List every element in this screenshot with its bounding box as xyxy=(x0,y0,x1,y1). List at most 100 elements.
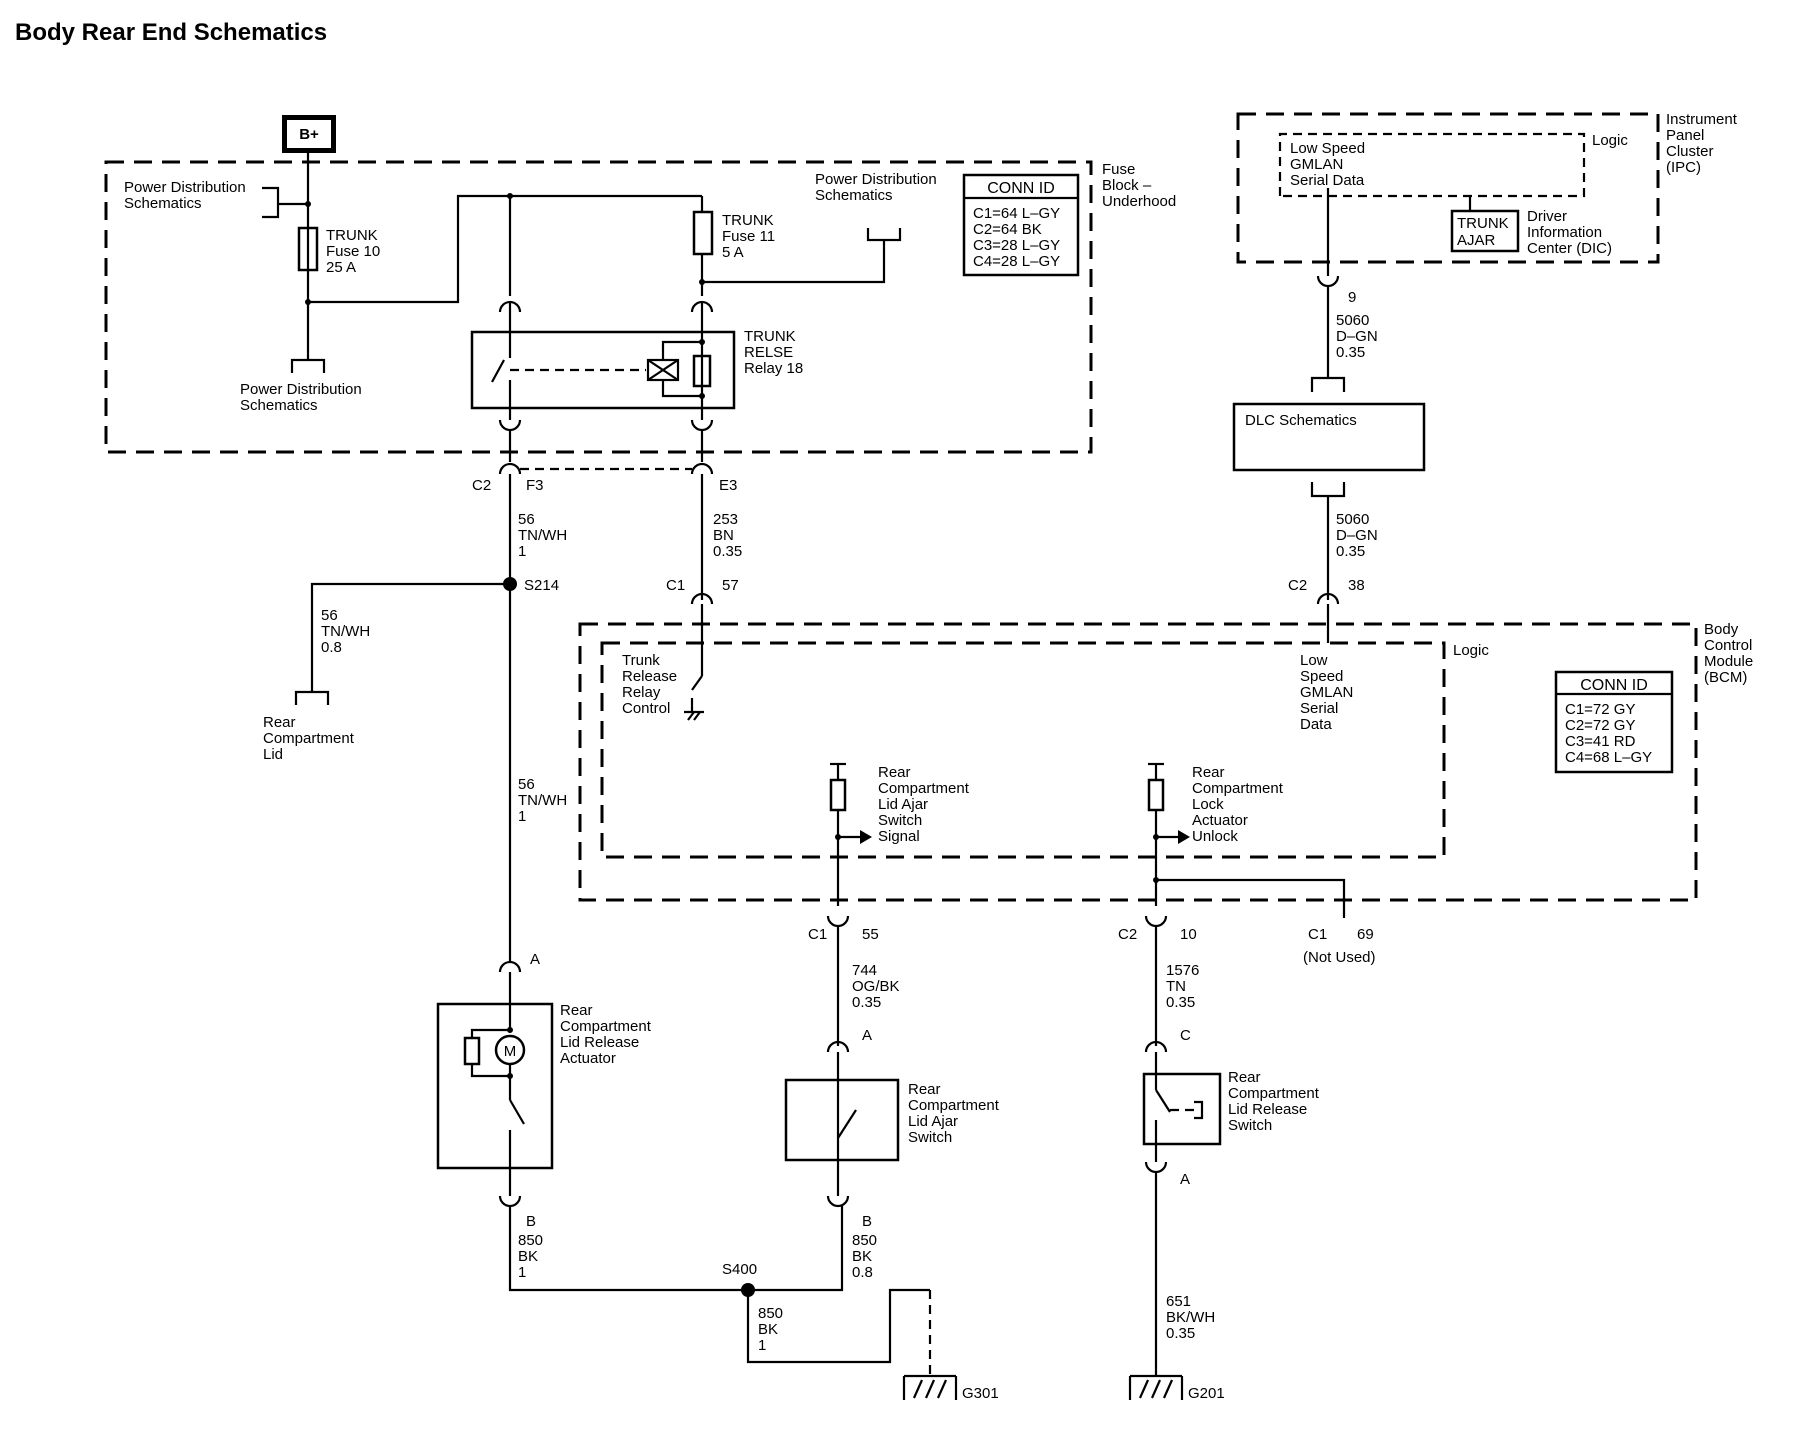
instrument-panel-cluster: Instrument Panel Cluster (IPC) Logic Low… xyxy=(1236,111,1741,276)
connector-c2-10: C2 10 xyxy=(1118,915,1197,943)
connector-ipc-9: 9 xyxy=(1316,275,1356,306)
lock-actuator-unlock: Rear Compartment Lock Actuator Unlock xyxy=(1147,762,1346,918)
wire-56-branch-label: 56 TN/WH 0.8 xyxy=(321,607,374,656)
svg-text:C1: C1 xyxy=(1308,926,1327,943)
bcm-gmlan-label: Low Speed GMLAN Serial Data xyxy=(1300,652,1358,733)
svg-text:Rear Compartment L: Rear Compartment Lid xyxy=(263,714,358,763)
fuse-block-label: Fuse Block – Underhood xyxy=(1102,161,1176,210)
svg-text:C2: C2 xyxy=(1118,926,1137,943)
svg-text:G301: G301 xyxy=(962,1385,999,1402)
svg-text:TRUNK AJAR: TRUNK AJAR xyxy=(1457,215,1513,249)
svg-text:69: 69 xyxy=(1357,926,1374,943)
rear-compartment-lid-stub: Rear Compartment Lid xyxy=(263,690,358,763)
svg-text:Rear Compartment L: Rear Compartment Lid Ajar Switch xyxy=(908,1081,1003,1146)
svg-text:B+: B+ xyxy=(299,126,319,143)
svg-text:G201: G201 xyxy=(1188,1385,1225,1402)
fuse-11: TRUNK Fuse 11 5 A xyxy=(692,210,779,261)
svg-text:Rear Compartment L: Rear Compartment Lid Ajar Switch Signal xyxy=(878,764,973,845)
trunk-release-relay: TRUNK RELSE Relay 18 xyxy=(470,300,803,432)
ground-g301: G301 xyxy=(902,1374,999,1402)
wire-5060-bottom-label: 5060 D–GN 0.35 xyxy=(1336,511,1382,560)
dlc-schematics-box: DLC Schematics xyxy=(1232,402,1426,472)
svg-text:9: 9 xyxy=(1348,289,1356,306)
power-distribution-stub-right: Power Distribution Schematics xyxy=(815,171,941,242)
svg-text:C1=64 L–GY C2=64 BK: C1=64 L–GY C2=64 BK C3=28 L–GY C4=28 L–G… xyxy=(973,205,1064,270)
wire-850-mid-label: 850 BK 0.8 xyxy=(852,1232,881,1281)
rear-compartment-lid-ajar-switch: Rear Compartment Lid Ajar Switch xyxy=(784,1052,1003,1162)
trunk-release-relay-control: Trunk Release Relay Control xyxy=(622,604,704,721)
svg-text:Driver Information: Driver Information Center (DIC) xyxy=(1527,208,1612,257)
connector-release-c: C xyxy=(1144,1027,1191,1053)
wire-253-label: 253 BN 0.35 xyxy=(713,511,742,560)
svg-text:C2: C2 xyxy=(472,477,491,494)
wire-56-top-label: 56 TN/WH 1 xyxy=(518,511,571,560)
svg-text:S400: S400 xyxy=(722,1261,757,1278)
splice-s214: S214 xyxy=(503,577,559,594)
svg-text:Rear Compartment L: Rear Compartment Lid Release Actuator xyxy=(560,1002,655,1067)
svg-text:C2: C2 xyxy=(1288,577,1307,594)
svg-text:CONN ID: CONN ID xyxy=(1580,677,1648,694)
svg-text:Power Distribution Schem: Power Distribution Schematics xyxy=(815,171,941,204)
svg-text:(Not Used): (Not Used) xyxy=(1303,949,1376,966)
battery-positive-terminal: B+ xyxy=(282,115,336,153)
wire-744-label: 744 OG/BK 0.35 xyxy=(852,962,904,1011)
connector-c2-38: C2 38 xyxy=(1288,577,1365,605)
svg-text:TRUNK RELSE Relay: TRUNK RELSE Relay 18 xyxy=(744,328,803,377)
connector-ajar-a: A xyxy=(826,1027,872,1053)
wire-850-left-label: 850 BK 1 xyxy=(518,1232,547,1281)
splice-s400: S400 xyxy=(722,1261,757,1297)
svg-text:Instrument Panel C: Instrument Panel Cluster (IPC) xyxy=(1666,111,1741,176)
svg-text:Logic: Logic xyxy=(1592,132,1628,149)
connector-c1-55: C1 55 xyxy=(808,915,879,943)
connector-actuator-b: B xyxy=(498,1168,536,1230)
fuse-10: TRUNK Fuse 10 25 A xyxy=(297,226,384,276)
connector-c1-69-not-used: C1 69 (Not Used) xyxy=(1303,926,1376,966)
svg-text:Body Control Modul: Body Control Module (BCM) xyxy=(1704,621,1757,686)
rear-compartment-lid-release-switch: Rear Compartment Lid Release Switch xyxy=(1142,1052,1323,1146)
svg-text:A: A xyxy=(1180,1171,1190,1188)
body-control-module: Body Control Module (BCM) Logic xyxy=(578,621,1757,902)
connector-actuator-a: A xyxy=(498,951,540,973)
connector-c2-f3-e3: C2 F3 E3 xyxy=(472,430,737,494)
svg-text:Power Distribution Schem: Power Distribution Schematics xyxy=(124,179,250,212)
fuse-block-underhood: Fuse Block – Underhood xyxy=(104,160,1176,454)
svg-text:TRUNK Fuse 11 5 A: TRUNK Fuse 11 5 A xyxy=(722,212,779,261)
wire-1576-label: 1576 TN 0.35 xyxy=(1166,962,1204,1011)
svg-text:C1: C1 xyxy=(808,926,827,943)
wire-850-bottom-label: 850 BK 1 xyxy=(758,1305,787,1354)
svg-text:TRUNK Fuse 10 25 A: TRUNK Fuse 10 25 A xyxy=(326,227,384,276)
svg-text:55: 55 xyxy=(862,926,879,943)
svg-text:57: 57 xyxy=(722,577,739,594)
svg-text:A: A xyxy=(530,951,540,968)
svg-text:Rear Compartment L: Rear Compartment Lock Actuator Unlock xyxy=(1192,764,1287,845)
svg-text:B: B xyxy=(526,1213,536,1230)
ground-g201: G201 xyxy=(1128,1374,1225,1402)
power-distribution-stub-top: Power Distribution Schematics xyxy=(124,179,311,219)
page-title: Body Rear End Schematics xyxy=(15,19,327,46)
svg-text:Low Speed GMLAN Se: Low Speed GMLAN Serial Data xyxy=(1290,140,1369,189)
fuse-block-conn-id-table: CONN ID C1=64 L–GY C2=64 BK C3=28 L–GY C… xyxy=(962,173,1080,277)
svg-text:10: 10 xyxy=(1180,926,1197,943)
svg-text:S214: S214 xyxy=(524,577,559,594)
wire-5060-top-label: 5060 D–GN 0.35 xyxy=(1336,312,1382,361)
connector-ajar-b: B xyxy=(826,1160,872,1230)
wire-651-label: 651 BK/WH 0.35 xyxy=(1166,1293,1219,1342)
svg-text:A: A xyxy=(862,1027,872,1044)
svg-text:C1=72 GY C2=72 GY: C1=72 GY C2=72 GY C3=41 RD C4=68 L–GY xyxy=(1565,701,1652,766)
svg-text:Rear Compartment L: Rear Compartment Lid Release Switch xyxy=(1228,1069,1323,1134)
svg-text:DLC Schematics: DLC Schematics xyxy=(1245,412,1357,429)
connector-c1-57: C1 57 xyxy=(666,577,739,605)
connector-release-a: A xyxy=(1144,1144,1190,1188)
lid-ajar-switch-signal: Rear Compartment Lid Ajar Switch Signal xyxy=(829,762,973,906)
svg-text:F3: F3 xyxy=(526,477,544,494)
svg-text:Trunk Release Rela: Trunk Release Relay Control xyxy=(622,652,681,717)
svg-text:B: B xyxy=(862,1213,872,1230)
svg-text:CONN ID: CONN ID xyxy=(987,180,1055,197)
rear-compartment-lid-release-actuator: M Rear Compartment Lid Release Actuator xyxy=(436,972,655,1170)
svg-text:Power Distribution Schem: Power Distribution Schematics xyxy=(240,381,366,414)
svg-text:C1: C1 xyxy=(666,577,685,594)
motor-icon: M xyxy=(504,1043,517,1060)
bcm-conn-id-table: CONN ID C1=72 GY C2=72 GY C3=41 RD C4=68… xyxy=(1554,670,1674,774)
svg-text:Logic: Logic xyxy=(1453,642,1489,659)
